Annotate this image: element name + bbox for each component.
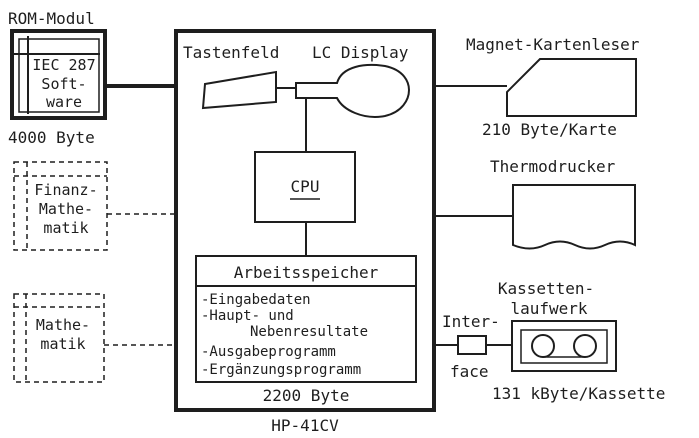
rom-module-line1: IEC 287 bbox=[32, 56, 95, 74]
printer-title: Thermodrucker bbox=[490, 157, 616, 176]
rom-module-line3: ware bbox=[46, 93, 82, 111]
rom-module-box: IEC 287 Soft- ware bbox=[10, 29, 107, 120]
memory-item-3: -Ausgabeprogramm bbox=[201, 344, 336, 360]
memory-title: Arbeitsspeicher bbox=[234, 263, 379, 282]
memory-item-4: -Ergänzungsprogramm bbox=[201, 362, 361, 378]
cassette-title-line2: laufwerk bbox=[510, 299, 587, 318]
interface-line1: Inter- bbox=[442, 312, 500, 331]
model-label: HP-41CV bbox=[271, 416, 339, 435]
display-label: LC Display bbox=[312, 43, 409, 62]
finanz-line3: matik bbox=[43, 219, 88, 237]
memory-size: 2200 Byte bbox=[263, 386, 350, 405]
interface-box bbox=[457, 335, 487, 355]
cassette-title-line1: Kassetten- bbox=[498, 279, 594, 298]
memory-box bbox=[195, 255, 417, 383]
hp41cv-main-box bbox=[174, 29, 436, 412]
mathematik-line2: matik bbox=[40, 335, 85, 353]
card-reader-title: Magnet-Kartenleser bbox=[466, 35, 640, 54]
card-reader-capacity: 210 Byte/Karte bbox=[482, 120, 617, 139]
interface-line2: face bbox=[450, 362, 489, 381]
cpu-label: CPU bbox=[291, 177, 320, 196]
keyboard-label: Tastenfeld bbox=[183, 43, 279, 62]
cassette-capacity: 131 kByte/Kassette bbox=[492, 384, 665, 403]
cassette-drive-icon bbox=[511, 320, 617, 372]
card-reader-icon bbox=[506, 58, 637, 117]
rom-module-size: 4000 Byte bbox=[8, 128, 95, 147]
finanz-line2: Mathe- bbox=[39, 200, 93, 218]
mathematik-line1: Mathe- bbox=[36, 316, 90, 334]
rom-module-line2: Soft- bbox=[41, 75, 86, 93]
memory-item-1: -Haupt- und bbox=[201, 308, 294, 324]
finanz-mathematik-module: Finanz- Mathe- matik bbox=[13, 161, 108, 251]
rom-module-title: ROM-Modul bbox=[8, 9, 95, 28]
memory-item-0: -Eingabedaten bbox=[201, 292, 311, 308]
display-icon bbox=[295, 64, 411, 118]
keyboard-icon bbox=[201, 70, 277, 110]
printer-icon bbox=[512, 184, 636, 250]
memory-item-2: Nebenresultate bbox=[250, 324, 368, 340]
finanz-line1: Finanz- bbox=[34, 181, 97, 199]
mathematik-module: Mathe- matik bbox=[13, 293, 105, 383]
